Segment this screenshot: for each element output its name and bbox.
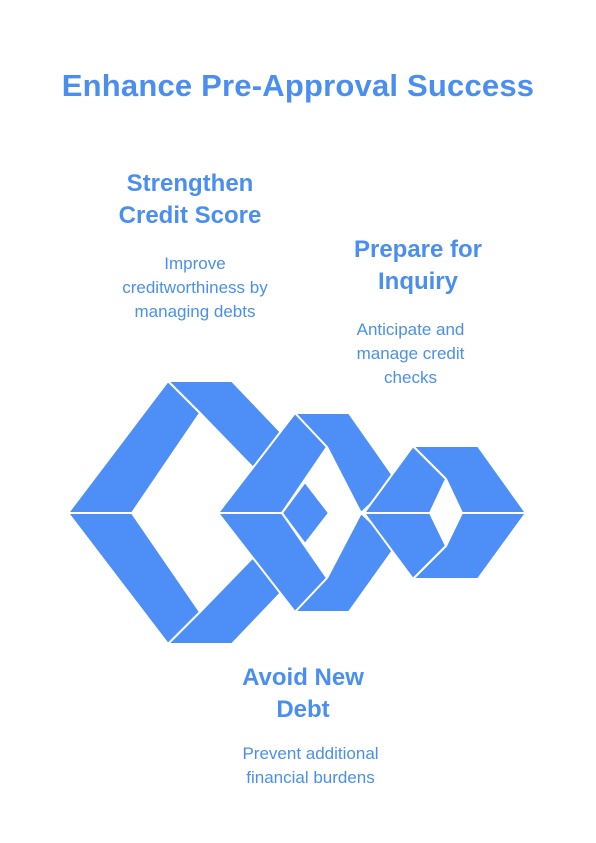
large-ring-bottom-left-segment	[67, 512, 201, 645]
step-strengthen-desc-line3: managing debts	[134, 302, 256, 321]
step-avoid-desc-line2: financial burdens	[246, 768, 375, 787]
step-prepare-heading-line1: Prepare for	[353, 236, 483, 263]
small-ring-bottom-right-segment	[412, 512, 527, 580]
medium-ring-bottom-right-segment	[294, 512, 397, 613]
page-title: Enhance Pre-Approval Success	[61, 68, 535, 103]
step-strengthen-heading: Strengthen Credit Score	[90, 168, 290, 232]
step-strengthen-desc-line1: Improve	[164, 254, 226, 273]
medium-ring-center-left-fill	[281, 481, 330, 545]
step-avoid-heading-line1: Avoid New	[242, 664, 364, 691]
step-prepare-desc-line2: manage credit	[356, 344, 465, 363]
step-prepare-heading-line2: Inquiry	[377, 268, 458, 295]
step-avoid-description: Prevent additional financial burdens	[203, 742, 418, 790]
step-avoid-heading-line2: Debt	[276, 696, 330, 723]
step-strengthen-heading-line1: Strengthen	[126, 170, 254, 197]
step-strengthen-desc-line2: creditworthiness by	[122, 278, 268, 297]
step-avoid-desc-line1: Prevent additional	[242, 744, 379, 763]
step-prepare-heading: Prepare for Inquiry	[318, 234, 518, 298]
large-ring-top-left-segment	[67, 380, 201, 514]
step-strengthen-heading-line2: Credit Score	[118, 202, 262, 229]
step-prepare-description: Anticipate and manage credit checks	[318, 318, 503, 390]
step-strengthen-description: Improve creditworthiness by managing deb…	[100, 252, 290, 324]
step-prepare-desc-line1: Anticipate and	[356, 320, 465, 339]
step-prepare-desc-line3: checks	[384, 368, 437, 387]
step-avoid-heading: Avoid New Debt	[203, 662, 403, 726]
